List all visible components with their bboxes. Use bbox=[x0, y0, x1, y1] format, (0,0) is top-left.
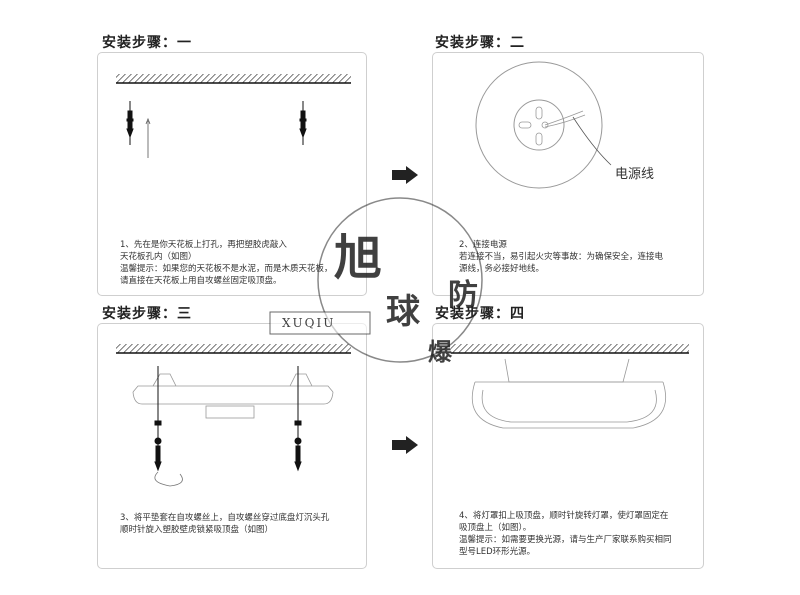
next-step-arrow-icon bbox=[392, 166, 418, 184]
mount-plate bbox=[513, 99, 565, 151]
step-2-illustration bbox=[475, 61, 612, 189]
step-2-caption-line: 若连接不当，易引起火灾等事故：为确保安全，连接电 bbox=[459, 252, 664, 262]
step-1-caption-line: 天花板孔内（如图） bbox=[120, 252, 197, 262]
power-wire bbox=[544, 110, 584, 126]
step-1-panel: 1、先在是你天花板上打孔，再把塑胶虎敲入 天花板孔内（如图） 温馨提示：如果您的… bbox=[97, 52, 367, 296]
step-4-caption-line: 4、将灯罩扣上吸顶盘，顺时针旋转灯罩，使灯罩固定在 bbox=[459, 511, 669, 521]
rotate-arrow bbox=[154, 471, 183, 487]
lamp-shade bbox=[471, 358, 667, 429]
watermark-char: 球 bbox=[386, 292, 420, 332]
step-2-panel: 电源线 2、连接电源 若连接不当，易引起火灾等事故：为确保安全，连接电 源线，务… bbox=[432, 52, 704, 296]
step-1-caption-line: 温馨提示：如果您的天花板不是水泥，而是木质天花板， bbox=[120, 264, 333, 274]
step-1-illustration bbox=[116, 74, 351, 158]
power-wire-label: 电源线 bbox=[615, 167, 655, 182]
step-3-caption-line: 顺时针旋入塑胶壁虎锁紧吸顶盘（如图） bbox=[120, 525, 274, 535]
step-4-panel: 4、将灯罩扣上吸顶盘，顺时针旋转灯罩，使灯罩固定在 吸顶盘上（如图）。 温馨提示… bbox=[432, 323, 704, 569]
insert-arrow bbox=[145, 117, 151, 158]
ceiling-base-plate bbox=[132, 373, 334, 419]
step-4-caption-line: 温馨提示：如需要更换光源，请与生产厂家联系购买相同 bbox=[459, 535, 672, 545]
wall-anchor-right bbox=[299, 101, 307, 145]
step-2-caption-line: 2、连接电源 bbox=[459, 240, 507, 250]
step-2-title: 安装步骤：二 bbox=[435, 35, 525, 51]
step-2-caption-line: 源线，务必接好地线。 bbox=[459, 264, 545, 274]
step-3-panel: 3、将平垫套在自攻螺丝上，自攻螺丝穿过底盘灯沉头孔 顺时针旋入塑胶壁虎锁紧吸顶盘… bbox=[97, 323, 367, 569]
step-4-caption-line: 型号LED环形光源。 bbox=[459, 547, 536, 557]
next-step-arrow-icon bbox=[392, 436, 418, 454]
step-4-caption-line: 吸顶盘上（如图）。 bbox=[459, 523, 532, 533]
step-3-illustration bbox=[116, 344, 351, 487]
step-3-caption-line: 3、将平垫套在自攻螺丝上，自攻螺丝穿过底盘灯沉头孔 bbox=[120, 513, 330, 523]
screw-left bbox=[154, 366, 162, 472]
step-1-caption-line: 请直接在天花板上用自攻螺丝固定吸顶盘。 bbox=[120, 276, 282, 286]
ceiling-hatch bbox=[116, 74, 351, 83]
step-3-title: 安装步骤：三 bbox=[102, 306, 192, 322]
step-4-caption: 4、将灯罩扣上吸顶盘，顺时针旋转灯罩，使灯罩固定在 吸顶盘上（如图）。 温馨提示… bbox=[459, 510, 672, 558]
step-4-title: 安装步骤：四 bbox=[435, 306, 525, 322]
step-4-illustration bbox=[451, 344, 689, 429]
screw-right bbox=[294, 366, 302, 472]
step-3-caption: 3、将平垫套在自攻螺丝上，自攻螺丝穿过底盘灯沉头孔 顺时针旋入塑胶壁虎锁紧吸顶盘… bbox=[120, 512, 329, 536]
step-1-caption: 1、先在是你天花板上打孔，再把塑胶虎敲入 天花板孔内（如图） 温馨提示：如果您的… bbox=[120, 239, 333, 287]
lamp-base-outline bbox=[475, 61, 603, 189]
callout-leader bbox=[572, 116, 612, 166]
step-1-title: 安装步骤：一 bbox=[102, 35, 192, 51]
wall-anchor-left bbox=[126, 101, 134, 145]
step-1-caption-line: 1、先在是你天花板上打孔，再把塑胶虎敲入 bbox=[120, 240, 287, 250]
step-2-caption: 2、连接电源 若连接不当，易引起火灾等事故：为确保安全，连接电 源线，务必接好地… bbox=[459, 239, 663, 275]
